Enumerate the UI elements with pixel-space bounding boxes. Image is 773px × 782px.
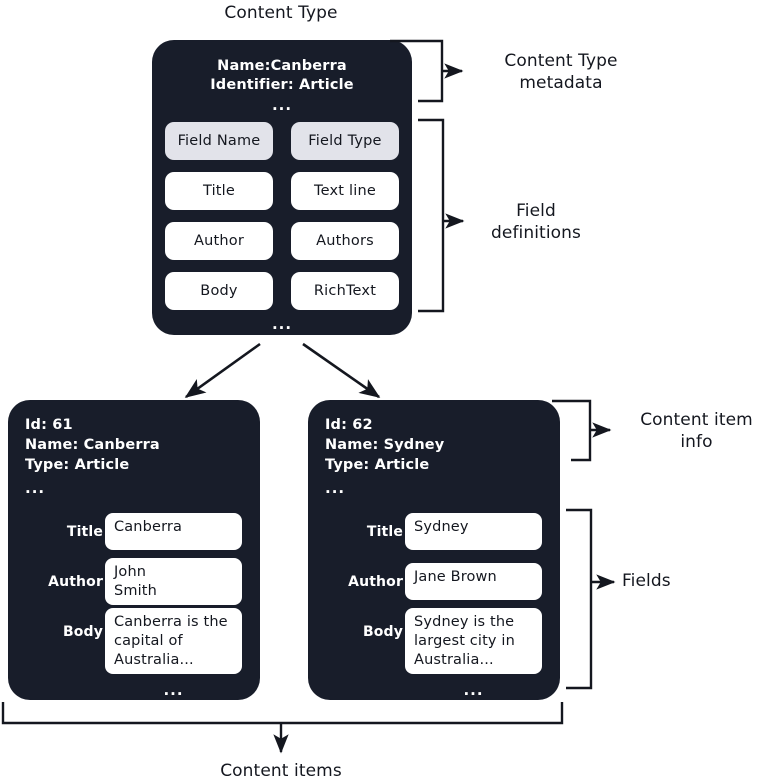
arrow-to-content-item-0 [184, 342, 261, 399]
diagram-title-content-items: Content items [220, 761, 342, 781]
content-item-0-fields-ellipsis: ... [163, 681, 184, 699]
content-item-0-field-label-author: Author [48, 574, 103, 590]
content-type-meta-identifier: Identifier: Article [210, 77, 354, 93]
content-item-1-field-label-author: Author [348, 574, 403, 590]
bracket-content-item-info [552, 399, 612, 462]
callout-content-type-metadata: Content Type metadata [504, 51, 618, 93]
field-definition-name-1: Author [165, 222, 273, 260]
content-item-0-field-value-title: Canberra [105, 513, 242, 550]
callout-fields: Fields [622, 571, 671, 591]
content-item-1-field-value-author: Jane Brown [405, 563, 542, 600]
content-item-0-type: Type: Article [25, 457, 130, 473]
content-item-1-fields-ellipsis: ... [463, 681, 484, 699]
content-item-1-field-value-body: Sydney is the largest city in Australia.… [405, 608, 542, 674]
content-item-card-0: Id: 61 Name: Canberra Type: Article ... … [8, 400, 260, 700]
content-item-card-1: Id: 62 Name: Sydney Type: Article ... Ti… [308, 400, 560, 700]
content-type-meta-ellipsis: ... [271, 96, 293, 114]
column-header-field-name: Field Name [165, 122, 273, 160]
column-header-field-type: Field Type [291, 122, 399, 160]
field-definition-type-1: Authors [291, 222, 399, 260]
content-item-0-info-ellipsis: ... [25, 479, 46, 497]
content-item-1-info-ellipsis: ... [325, 479, 346, 497]
content-type-meta-name: Name:Canberra [217, 58, 347, 74]
arrow-to-content-item-1 [302, 342, 381, 399]
content-item-0-id: Id: 61 [25, 417, 73, 433]
field-definition-name-0: Title [165, 172, 273, 210]
diagram-title-content-type: Content Type [224, 3, 338, 23]
content-item-1-field-label-body: Body [362, 624, 403, 640]
bracket-content-items [1, 702, 564, 754]
content-item-1-id: Id: 62 [325, 417, 373, 433]
content-type-card: Name:Canberra Identifier: Article ... Fi… [152, 40, 412, 335]
content-item-0-name: Name: Canberra [25, 437, 160, 453]
content-item-1-field-value-title: Sydney [405, 513, 542, 550]
field-definition-type-0: Text line [291, 172, 399, 210]
content-item-1-type: Type: Article [325, 457, 430, 473]
content-type-table-ellipsis: ... [271, 315, 293, 333]
content-item-0-field-label-body: Body [62, 624, 103, 640]
content-item-1-name: Name: Sydney [325, 437, 445, 453]
callout-content-item-info: Content item info [640, 410, 753, 452]
content-item-0-field-value-author: John Smith [105, 558, 242, 605]
field-definition-type-2: RichText [291, 272, 399, 310]
callout-field-definitions: Field definitions [491, 201, 581, 243]
content-item-0-field-value-body: Canberra is the capital of Australia... [105, 608, 242, 674]
bracket-field-definitions [418, 118, 465, 313]
content-item-0-field-label-title: Title [66, 524, 103, 540]
field-definition-name-2: Body [165, 272, 273, 310]
content-item-1-field-label-title: Title [366, 524, 403, 540]
bracket-fields [566, 508, 616, 690]
